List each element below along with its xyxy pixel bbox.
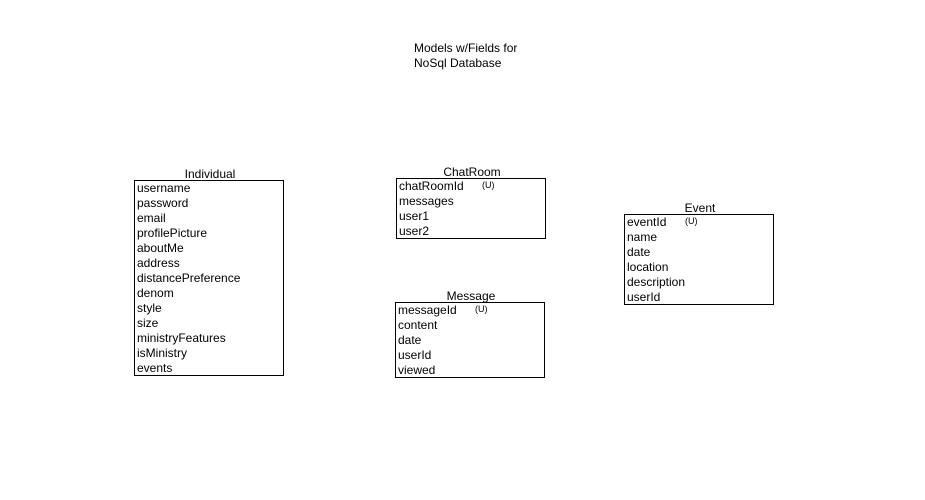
event-field-date: date [627,245,651,259]
individual-model-title: Individual [184,167,236,181]
chatroom-field-chatroomid: chatRoomId (U) [397,179,545,194]
event-field-userid: userId [627,290,661,304]
event-model-title: Event [684,201,716,215]
diagram-title: Models w/Fields for NoSql Database [414,41,517,71]
individual-field-email: email [137,211,166,225]
unique-marker: (U) [685,216,698,226]
message-field-messageid-label: messageId [398,303,457,317]
individual-field-size: size [137,316,159,330]
message-model-box: messageId (U) content date userId viewed [395,302,545,378]
unique-marker: (U) [475,304,488,314]
individual-field-denom: denom [137,286,174,300]
individual-field-profilepicture: profilePicture [137,226,208,240]
chatroom-model-title: ChatRoom [443,165,501,179]
individual-field-events: events [137,361,173,375]
individual-field-aboutme: aboutMe [137,241,184,255]
message-field-content: content [398,318,438,332]
chatroom-field-messages: messages [399,194,454,208]
message-field-userid: userId [398,348,432,362]
diagram-title-line2: NoSql Database [414,56,502,70]
individual-field-address: address [137,256,180,270]
chatroom-field-chatroomid-label: chatRoomId [399,179,464,193]
chatroom-model-box: chatRoomId (U) messages user1 user2 [396,178,546,239]
message-field-viewed: viewed [398,363,436,377]
event-field-eventid-label: eventId [627,215,667,229]
event-model-box: eventId (U) name date location descripti… [624,214,774,305]
individual-field-ministryfeatures: ministryFeatures [137,331,226,345]
event-field-location: location [627,260,669,274]
event-field-name: name [627,230,658,244]
individual-field-password: password [137,196,189,210]
message-field-messageid: messageId (U) [396,303,544,318]
individual-field-isministry: isMinistry [137,346,187,360]
message-field-date: date [398,333,422,347]
individual-field-username: username [137,181,191,195]
unique-marker: (U) [482,180,495,190]
chatroom-field-user1: user1 [399,209,430,223]
message-model-title: Message [446,289,496,303]
individual-field-distancepreference: distancePreference [137,271,241,285]
individual-model-box: username password email profilePicture a… [134,180,284,376]
event-field-description: description [627,275,686,289]
chatroom-field-user2: user2 [399,224,430,238]
event-field-eventid: eventId (U) [625,215,773,230]
individual-field-style: style [137,301,162,315]
diagram-title-line1: Models w/Fields for [414,41,518,55]
